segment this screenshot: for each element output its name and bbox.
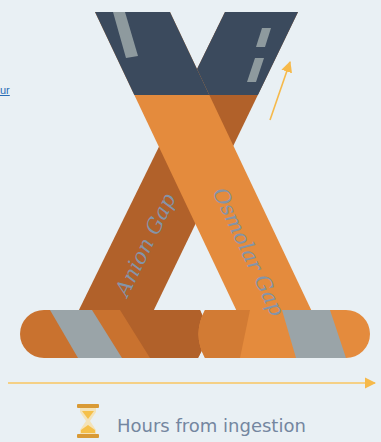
hourglass-base: [77, 434, 99, 438]
time-axis: [8, 382, 375, 384]
hourglass-sand: [82, 411, 94, 419]
hourglass-glass: [80, 408, 96, 434]
grip-tape: [113, 12, 138, 58]
grip-tape: [256, 28, 271, 47]
up-arrow: [270, 62, 290, 120]
hourglass-cap: [77, 404, 99, 408]
stick-heel: [199, 310, 251, 358]
stick-outline: [95, 12, 370, 358]
hockey-stick: Osmolar Gap: [95, 12, 370, 358]
stick-shaft: [95, 12, 315, 318]
stick-blade: [199, 310, 371, 358]
stick-blade: [20, 310, 206, 358]
grip-tape: [247, 58, 264, 82]
stick-grip: [95, 12, 209, 95]
blade-tape: [50, 310, 122, 358]
link-fragment: ur: [0, 85, 10, 96]
axis-label: Hours from ingestion: [117, 417, 306, 435]
hourglass-icon: [77, 404, 99, 438]
hourglass-sand: [81, 425, 95, 433]
blade-tape: [282, 310, 346, 358]
stick-heel: [120, 310, 206, 358]
stick-shape: [95, 12, 370, 358]
